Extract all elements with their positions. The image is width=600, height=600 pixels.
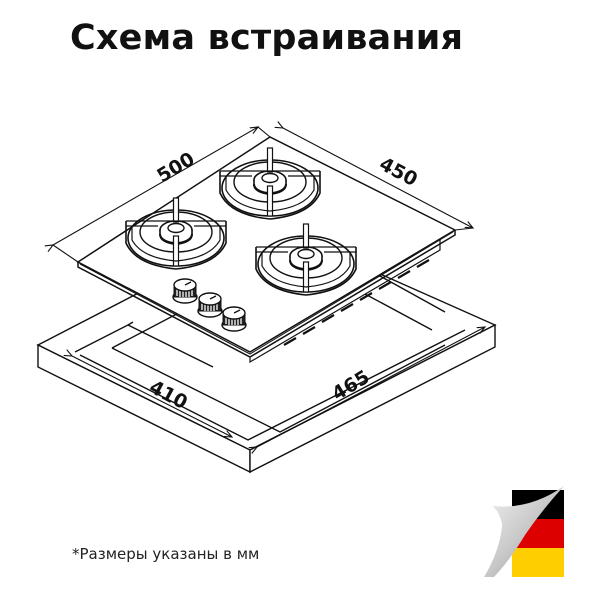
page-title: Схема встраивания — [70, 18, 464, 58]
knob-1 — [172, 278, 198, 304]
germany-flag-icon — [480, 480, 564, 577]
dimension-lines — [53, 127, 485, 447]
knob-3 — [221, 306, 247, 332]
dim-hob-width: 500 — [153, 148, 198, 187]
dim-hob-depth: 450 — [376, 153, 421, 191]
units-footnote: *Размеры указаны в мм — [72, 545, 260, 563]
knob-2 — [197, 292, 223, 318]
